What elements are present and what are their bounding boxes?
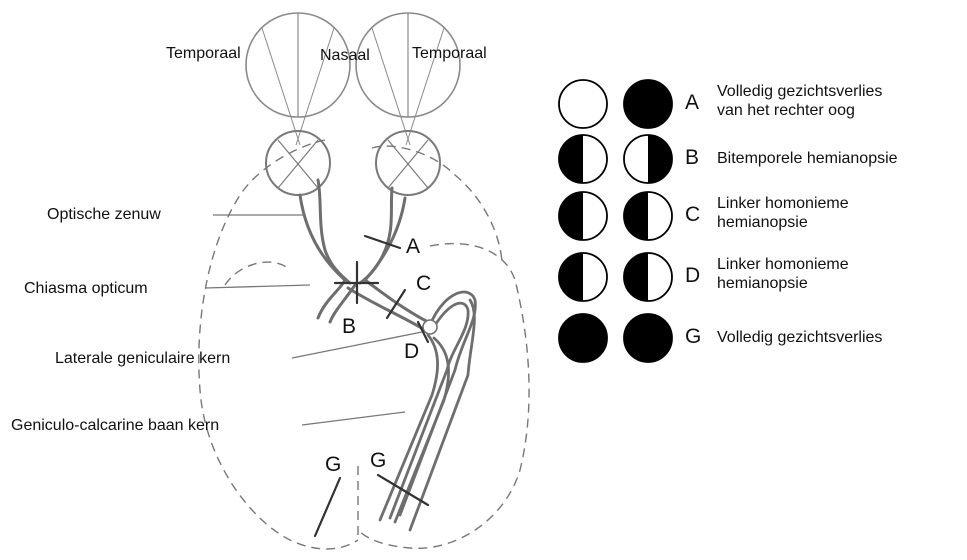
lesion-marks: [315, 236, 428, 536]
label-chiasm: Chiasma opticum: [24, 279, 148, 298]
label-temporal-right: Temporaal: [412, 44, 487, 63]
lateral-geniculate-nucleus: [423, 320, 437, 334]
legend-description: Linker homonieme: [717, 255, 849, 274]
legend-right-eye-field: [622, 251, 674, 303]
lesion-label-g-left: G: [325, 454, 341, 476]
legend-left-eye-field: [557, 190, 609, 242]
visual-fields: [246, 13, 460, 145]
legend-letter: C: [685, 204, 700, 226]
legend-description: Linker homonieme: [717, 194, 849, 213]
legend-letter: D: [685, 265, 700, 287]
lesion-label-g-right: G: [370, 450, 386, 472]
legend-letter: G: [685, 326, 701, 348]
lesion-label-b: B: [342, 316, 356, 338]
legend-description-line2: van het rechter oog: [717, 101, 855, 120]
legend-letter: A: [685, 92, 699, 114]
right-eye: [376, 131, 440, 195]
label-temporal-left: Temporaal: [166, 44, 241, 63]
label-nasal: Nasaal: [320, 46, 370, 65]
leader-lgn: [292, 332, 422, 358]
legend-left-eye-field: [557, 312, 609, 364]
lesion-label-a: A: [406, 236, 420, 258]
legend-left-eye-field: [557, 78, 609, 130]
lesion-g-left-mark: [315, 478, 340, 536]
legend-left-eye-field: [557, 133, 609, 185]
legend-left-eye-field: [557, 251, 609, 303]
legend-description-line2: hemianopsie: [717, 274, 808, 293]
leader-chiasm: [205, 285, 310, 288]
legend-letter: B: [685, 147, 699, 169]
legend-right-eye-field: [622, 133, 674, 185]
legend-right-eye-field: [622, 190, 674, 242]
label-optic-nerve: Optische zenuw: [47, 205, 161, 224]
legend-description: Volledig gezichtsverlies: [717, 328, 882, 347]
legend-description: Volledig gezichtsverlies: [717, 82, 882, 101]
label-lgn: Laterale geniculaire kern: [55, 349, 230, 368]
legend-right-eye-field: [622, 312, 674, 364]
legend-description: Bitemporele hemianopsie: [717, 149, 898, 168]
legend-right-eye-field: [622, 78, 674, 130]
lesion-label-d: D: [404, 341, 419, 363]
leader-radiation: [302, 412, 405, 425]
brain-outline: [199, 140, 529, 549]
eyes: [266, 131, 440, 195]
legend-description-line2: hemianopsie: [717, 213, 808, 232]
label-radiation: Geniculo-calcarine baan kern: [11, 416, 219, 435]
lesion-label-c: C: [416, 273, 431, 295]
